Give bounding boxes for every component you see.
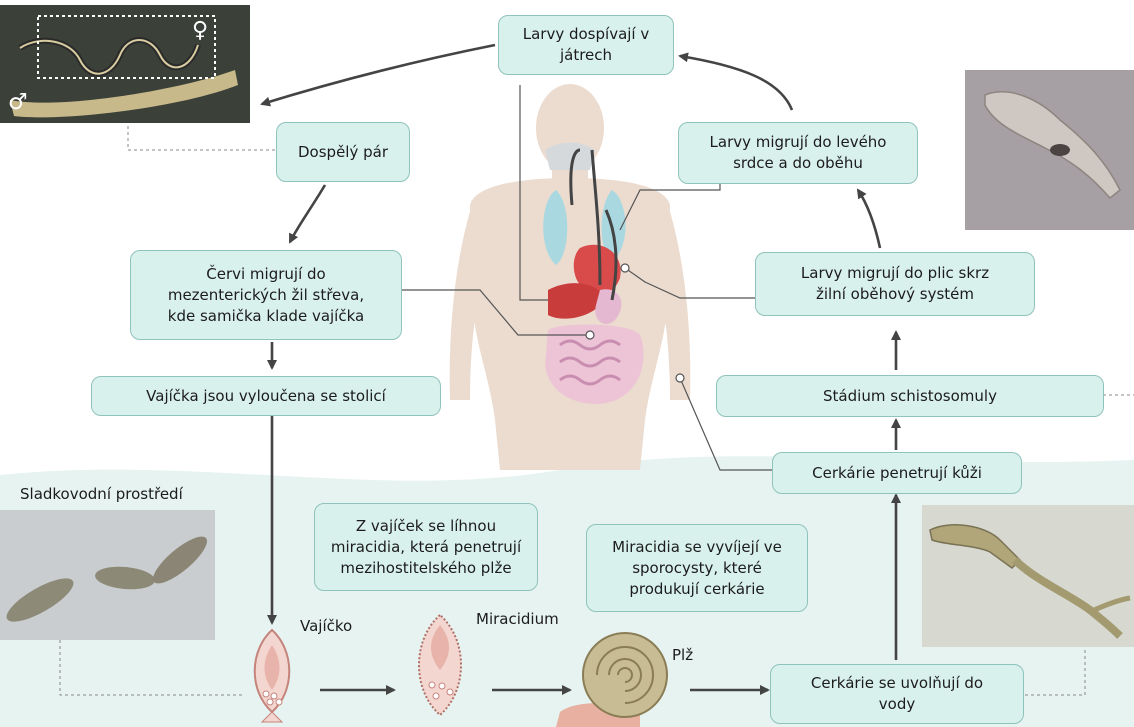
eggs-photo bbox=[0, 510, 215, 640]
cercaria-photo bbox=[922, 505, 1134, 647]
step-adult-pair: Dospělý pár bbox=[276, 122, 410, 182]
step-worms-mesenteric: Červi migrují do mezenterických žil stře… bbox=[130, 250, 402, 340]
adult-pair-photo bbox=[0, 5, 250, 123]
male-symbol: ♂ bbox=[8, 90, 28, 115]
freshwater-label: Sladkovodní prostředí bbox=[20, 485, 183, 503]
snail-label: Plž bbox=[672, 646, 693, 664]
step-eggs-excreted: Vajíčka jsou vyloučena se stolicí bbox=[91, 376, 441, 416]
female-symbol: ♀ bbox=[192, 18, 208, 43]
miracidium-label: Miracidium bbox=[476, 610, 559, 628]
human-body-illustration bbox=[450, 84, 691, 470]
step-miracidia-hatch: Z vajíček se líhnou miracidia, která pen… bbox=[314, 503, 538, 591]
step-skin-penetration: Cerkárie penetrují kůži bbox=[772, 452, 1022, 494]
step-sporocysts: Miracidia se vyvíjejí ve sporocysty, kte… bbox=[586, 524, 808, 612]
step-left-heart: Larvy migrují do levého srdce a do oběhu bbox=[678, 122, 918, 184]
step-lungs: Larvy migrují do plic skrz žilní oběhový… bbox=[755, 252, 1035, 316]
step-liver-maturation: Larvy dospívají v játrech bbox=[498, 15, 674, 75]
egg-label: Vajíčko bbox=[300, 617, 352, 635]
step-cercariae-release: Cerkárie se uvolňují do vody bbox=[770, 664, 1024, 724]
step-schistosomula: Stádium schistosomuly bbox=[716, 375, 1104, 417]
schistosomulum-photo bbox=[965, 70, 1134, 230]
